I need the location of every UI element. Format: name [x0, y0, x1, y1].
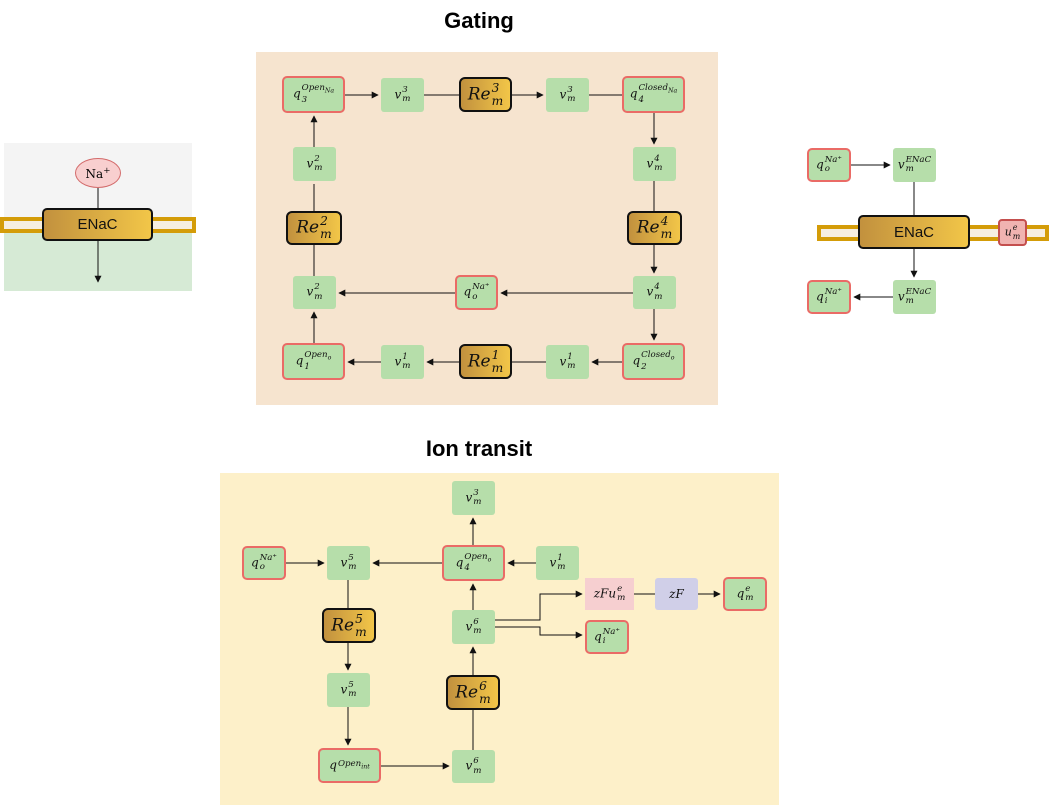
sodium-ion-label: Na+ — [85, 165, 111, 181]
right-enac-channel: ENaC — [858, 215, 970, 249]
transit-zf-node: zF — [655, 578, 698, 610]
gating-title: Gating — [444, 8, 514, 33]
left-enac-channel: ENaC — [42, 208, 153, 241]
ion-transit-title: Ion transit — [425, 436, 533, 461]
ion-transit-panel — [220, 473, 779, 805]
sodium-ion-icon: Na+ — [75, 158, 121, 188]
